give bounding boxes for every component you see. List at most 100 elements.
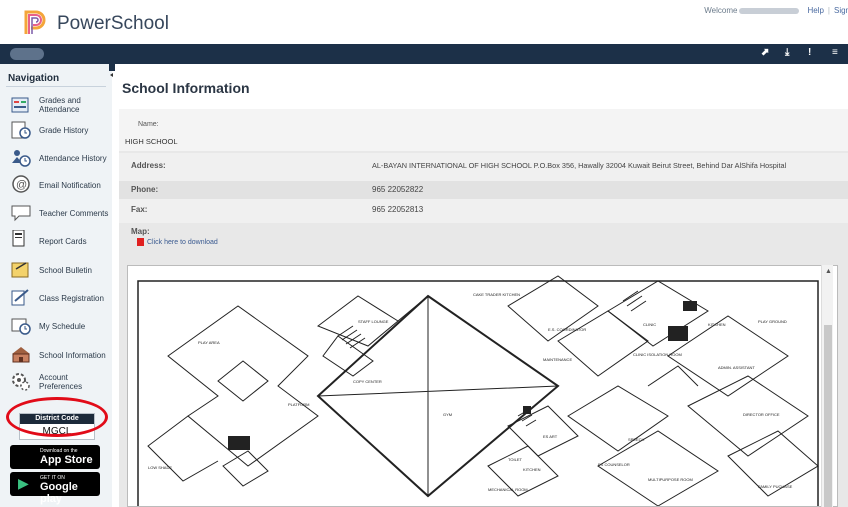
svg-text:@: @ — [16, 179, 27, 191]
app-store-small: Download on the — [40, 448, 78, 454]
nav-grade-history[interactable]: Grade History — [10, 116, 110, 144]
app-store-badge[interactable]: Download on the App Store — [10, 445, 100, 469]
floorplan-label: LOW SHADE — [148, 465, 172, 470]
comments-icon — [11, 205, 31, 222]
red-highlight-circle — [6, 397, 108, 437]
phone-label: Phone: — [131, 185, 159, 194]
menu-icon[interactable]: ≡ — [832, 47, 838, 58]
floorplan-label: ES ART — [543, 434, 558, 439]
nav-label: My Schedule — [39, 321, 86, 331]
attendance-history-icon — [12, 150, 31, 167]
download-map-link[interactable]: Click here to download — [137, 238, 218, 246]
nav-label: School Information — [39, 350, 106, 360]
floorplan-label: DIRECTOR OFFICE — [743, 412, 780, 417]
play-icon: ▶ — [18, 475, 29, 491]
floorplan-label: PLAY GROUND — [758, 319, 787, 324]
user-name-redacted — [739, 7, 800, 14]
map-viewer[interactable]: STAFF LOUNGE PLAY AREA CAKE TRADER KITCH… — [127, 265, 838, 507]
nav-account-preferences[interactable]: Account Preferences — [10, 368, 110, 396]
phone-row: Phone: 965 22052822 — [119, 181, 848, 199]
map-scrollbar[interactable]: ▲ — [821, 265, 833, 507]
nav-title: Navigation — [8, 73, 60, 84]
nav-report-cards[interactable]: Report Cards — [10, 227, 110, 255]
report-cards-icon — [12, 230, 25, 247]
school-info-icon — [12, 347, 30, 363]
scroll-up-icon[interactable]: ▲ — [825, 268, 832, 275]
sidebar: Navigation Grades and Attendance Grade H… — [0, 64, 112, 507]
preferences-icon — [12, 373, 30, 391]
nav-email-notification[interactable]: @ Email Notification — [10, 171, 110, 199]
bulletin-icon — [11, 262, 29, 278]
map-label: Map: — [131, 227, 150, 236]
nav-school-bulletin[interactable]: School Bulletin — [10, 256, 110, 284]
help-link[interactable]: Help — [807, 6, 824, 15]
floorplan-label: MULTIPURPOSE ROOM — [648, 477, 693, 482]
nav-grades-attendance[interactable]: Grades and Attendance — [10, 91, 110, 119]
floorplan-label: CLINIC — [643, 322, 656, 327]
fax-value: 965 22052813 — [372, 205, 424, 214]
scrollbar-thumb[interactable] — [824, 325, 832, 507]
nav-divider — [6, 86, 106, 87]
floorplan-label: GYM — [443, 412, 452, 417]
download-link-text: Click here to download — [147, 238, 218, 246]
floorplan-label: CLINIC ISOLATION ROOM — [633, 352, 682, 357]
student-bar: ⬈ ⤓ ! ≡ — [0, 44, 848, 64]
name-row: Name: HIGH SCHOOL — [119, 109, 848, 151]
name-label: Name: — [138, 121, 159, 128]
floorplan-label: MECHANICAL ROOM — [488, 487, 528, 492]
nav-label: Account Preferences — [39, 373, 83, 391]
registration-icon — [11, 289, 29, 306]
brand-name: PowerSchool — [57, 13, 169, 34]
nav-label: Teacher Comments — [39, 208, 109, 218]
schedule-icon — [11, 318, 31, 335]
sign-out-link[interactable]: Sign — [833, 6, 848, 15]
name-value: HIGH SCHOOL — [125, 137, 178, 146]
floorplan-label: MAINTENANCE — [543, 357, 572, 362]
address-row: Address: AL-BAYAN INTERNATIONAL OF HIGH … — [119, 153, 848, 181]
nav-my-schedule[interactable]: My Schedule — [10, 312, 110, 340]
nav-label: Grades and Attendance — [39, 96, 81, 114]
floorplan-label: PLATFORM — [288, 402, 309, 407]
floorplan-label: KITCHEN — [708, 322, 726, 327]
email-icon: @ — [12, 175, 30, 193]
nav-teacher-comments[interactable]: Teacher Comments — [10, 199, 110, 227]
nav-label: Email Notification — [39, 180, 101, 190]
floorplan-label: CAKE TRADER KITCHEN — [473, 292, 520, 297]
nav-attendance-history[interactable]: Attendance History — [10, 144, 110, 172]
alert-icon[interactable]: ! — [808, 47, 812, 58]
page-title: School Information — [122, 80, 250, 96]
grade-history-icon — [11, 121, 31, 139]
grades-icon — [11, 97, 29, 113]
floorplan-label: PLAY AREA — [198, 340, 220, 345]
nav-class-registration[interactable]: Class Registration — [10, 284, 110, 312]
powerschool-logo-icon — [24, 10, 46, 34]
google-play-small: GET IT ON — [40, 475, 65, 481]
floorplan-label: E.S. COORDINATOR — [548, 327, 586, 332]
fax-label: Fax: — [131, 205, 148, 214]
pdf-icon — [137, 238, 144, 246]
address-label: Address: — [131, 161, 166, 170]
phone-value: 965 22052822 — [372, 185, 424, 194]
download-icon[interactable]: ⤓ — [785, 47, 790, 58]
nav-label: Attendance History — [39, 153, 107, 163]
student-name-redacted — [10, 48, 44, 60]
nav-label: Report Cards — [39, 236, 87, 246]
floorplan-label: ADMIN. ASSISTANT — [718, 365, 755, 370]
floorplan-label: SPEECH — [628, 437, 645, 442]
floor-plan-drawing: STAFF LOUNGE PLAY AREA CAKE TRADER KITCH… — [137, 275, 819, 506]
fax-row: Fax: 965 22052813 — [119, 199, 848, 223]
welcome-text: Welcome — [704, 6, 738, 15]
google-play-big: Google play — [40, 481, 78, 505]
external-link-icon[interactable]: ⬈ — [761, 47, 770, 58]
floorplan-label: FAMILY PUCHASE — [758, 484, 793, 489]
address-value: AL-BAYAN INTERNATIONAL OF HIGH SCHOOL P.… — [372, 161, 787, 170]
floorplan-label: COPY CENTER — [353, 379, 382, 384]
nav-school-information[interactable]: School Information — [10, 341, 110, 369]
floorplan-label: KITCHEN — [523, 467, 541, 472]
collapse-sidebar-icon[interactable] — [109, 64, 117, 80]
floorplan-label: TOILET — [508, 457, 522, 462]
google-play-badge[interactable]: ▶ GET IT ON Google play — [10, 472, 100, 505]
